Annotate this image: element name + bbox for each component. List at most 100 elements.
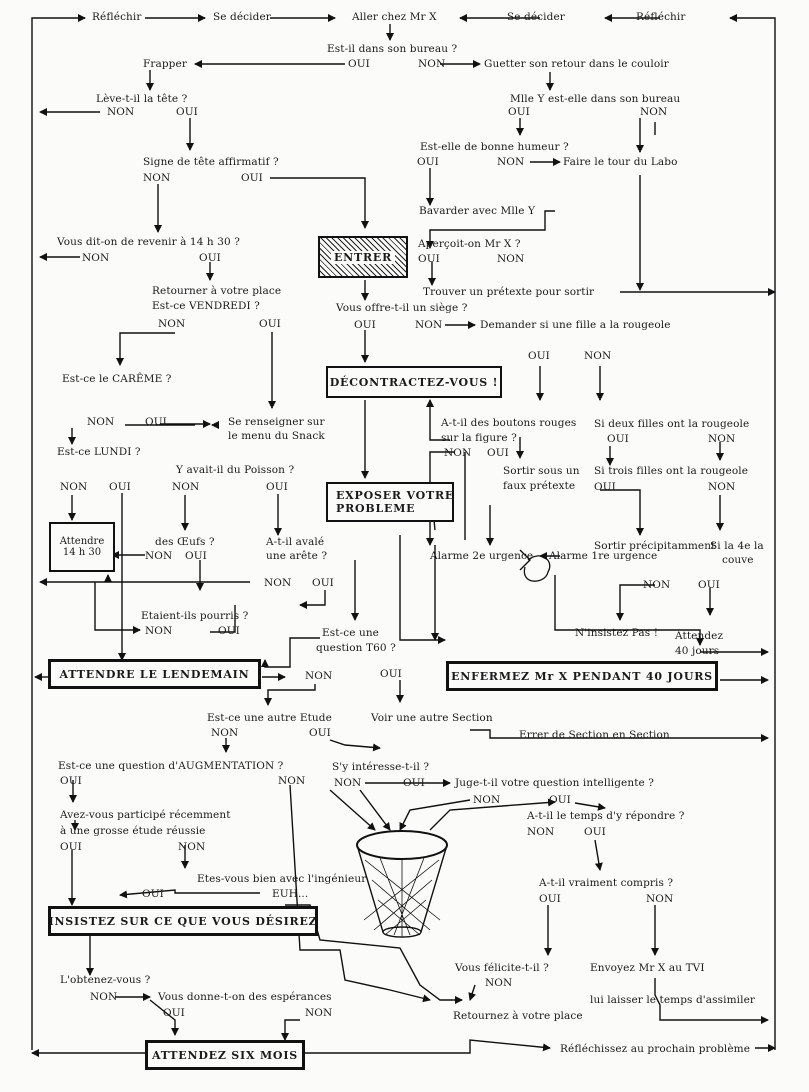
t60-2: question T60 ?	[316, 642, 396, 654]
exposer-line-2: PROBLEME	[336, 502, 416, 515]
vendredi-non: NON	[158, 318, 186, 330]
obtenez-non: NON	[90, 991, 118, 1003]
signe-non: NON	[143, 172, 171, 184]
six-mois-box: ATTENDEZ SIX MOIS	[145, 1040, 305, 1070]
arete-1: A-t-il avalé	[266, 536, 325, 548]
esp-oui: OUI	[163, 1007, 185, 1019]
retournez-place: Retournez à votre place	[453, 1010, 583, 1022]
careme-oui: OUI	[145, 416, 167, 428]
arete-2: une arête ?	[266, 550, 328, 562]
tour-labo: Faire le tour du Labo	[563, 156, 678, 168]
guetter-couloir: Guetter son retour dans le couloir	[484, 58, 669, 70]
ing-oui: OUI	[142, 888, 164, 900]
signe-oui: OUI	[241, 172, 263, 184]
apercoit-question: Aperçoit-on Mr X ?	[418, 238, 521, 250]
revenir-question: Vous dit-on de revenir à 14 h 30 ?	[57, 236, 240, 248]
bureau-oui: OUI	[348, 58, 370, 70]
t60-1: Est-ce une	[322, 627, 379, 639]
careme-question: Est-ce le CARÊME ?	[62, 373, 172, 385]
sortir-faux-2: faux prétexte	[503, 480, 576, 492]
bavarder: Bavarder avec Mlle Y	[419, 205, 536, 217]
rougeole-oui: OUI	[528, 350, 550, 362]
poisson-oui: OUI	[266, 481, 288, 493]
attendre-line-1: Attendre	[59, 536, 105, 547]
sortir-faux-1: Sortir sous un	[503, 465, 580, 477]
pourris-non: NON	[145, 625, 173, 637]
alarme-2e: Alarme 2e urgence	[430, 550, 534, 562]
boutons-non: NON	[444, 447, 472, 459]
leve-non: NON	[107, 106, 135, 118]
participe-2: à une grosse étude réussie	[60, 825, 206, 837]
bureau-non: NON	[418, 58, 446, 70]
deux-non: NON	[708, 433, 736, 445]
precip-oui: OUI	[698, 579, 720, 591]
t60-oui: OUI	[380, 668, 402, 680]
exposer-line-1: EXPOSER VOTRE	[336, 489, 455, 502]
wastebasket-drawing	[356, 830, 448, 938]
bureau-question: Est-il dans son bureau ?	[327, 43, 458, 55]
compris-non: NON	[646, 893, 674, 905]
oeufs-non: NON	[145, 550, 173, 562]
humeur-oui: OUI	[417, 156, 439, 168]
envoyez-tvi: Envoyez Mr X au TVI	[590, 962, 705, 974]
interesse-question: S'y intéresse-t-il ?	[332, 761, 430, 773]
humeur-question: Est-elle de bonne humeur ?	[420, 141, 569, 153]
lundi-question: Est-ce LUNDI ?	[57, 446, 141, 458]
reflechissez-prochain: Réfléchissez au prochain problème	[560, 1043, 751, 1055]
enfermez-box: ENFERMEZ Mr X PENDANT 40 JOURS	[446, 661, 718, 691]
arete-oui: OUI	[312, 577, 334, 589]
lundi-oui: OUI	[109, 481, 131, 493]
decontractez-box: DÉCONTRACTEZ-VOUS !	[326, 366, 502, 398]
leve-oui: OUI	[176, 106, 198, 118]
rougeole-non: NON	[584, 350, 612, 362]
trois-filles: Si trois filles ont la rougeole	[594, 465, 749, 477]
top-se-decider-left: Se décider	[213, 11, 271, 23]
felicite-non: NON	[485, 977, 513, 989]
arete-non: NON	[264, 577, 292, 589]
intelligente-question: Juge-t-il votre question intelligente ?	[455, 777, 655, 789]
top-reflechir-right: Réfléchir	[636, 11, 686, 23]
aug-oui: OUI	[60, 775, 82, 787]
etude-oui: OUI	[309, 727, 331, 739]
ingenieur-question: Etes-vous bien avec l'ingénieur	[197, 873, 367, 885]
esperances: Vous donne-t-on des espérances	[158, 991, 332, 1003]
humeur-non: NON	[497, 156, 525, 168]
oeufs-oui: OUI	[185, 550, 207, 562]
temps-oui: OUI	[584, 826, 606, 838]
etude-non: NON	[211, 727, 239, 739]
errer-section: Errer de Section en Section	[519, 729, 670, 741]
siege-non: NON	[415, 319, 443, 331]
aug-non: NON	[278, 775, 306, 787]
revenir-non: NON	[82, 252, 110, 264]
mlle-non: NON	[640, 106, 668, 118]
augmentation-question: Est-ce une question d'AUGMENTATION ?	[58, 760, 284, 772]
part-oui: OUI	[60, 841, 82, 853]
top-aller-chez: Aller chez Mr X	[352, 11, 437, 23]
ninsistez-pas: N'insistez Pas !	[575, 627, 659, 639]
ing-euh: EUH...	[272, 888, 309, 900]
trois-oui: OUI	[594, 481, 616, 493]
attendez-1: Attendez	[675, 630, 724, 642]
vendredi-oui: OUI	[259, 318, 281, 330]
retourner-place: Retourner à votre place	[152, 285, 282, 297]
lendemain-box: ATTENDRE LE LENDEMAIN	[48, 659, 261, 689]
compris-question: A-t-il vraiment compris ?	[539, 877, 674, 889]
trouver-pretexte: Trouver un prétexte pour sortir	[423, 286, 595, 298]
int-oui: OUI	[403, 777, 425, 789]
deux-oui: OUI	[607, 433, 629, 445]
frapper: Frapper	[143, 58, 187, 70]
apercoit-non: NON	[497, 253, 525, 265]
mlle-bureau-question: Mlle Y est-elle dans son bureau	[510, 93, 681, 105]
apercoit-oui: OUI	[418, 253, 440, 265]
boutons-oui: OUI	[487, 447, 509, 459]
intel-non: NON	[473, 794, 501, 806]
mlle-oui: OUI	[508, 106, 530, 118]
menu-snack: le menu du Snack	[228, 430, 325, 442]
se-renseigner: Se renseigner sur	[228, 416, 325, 428]
quatrieme-2: couve	[722, 554, 754, 566]
deux-filles: Si deux filles ont la rougeole	[594, 418, 750, 430]
precip-non: NON	[643, 579, 671, 591]
poisson-non: NON	[172, 481, 200, 493]
sortir-precipitamment: Sortir précipitamment	[594, 540, 716, 552]
